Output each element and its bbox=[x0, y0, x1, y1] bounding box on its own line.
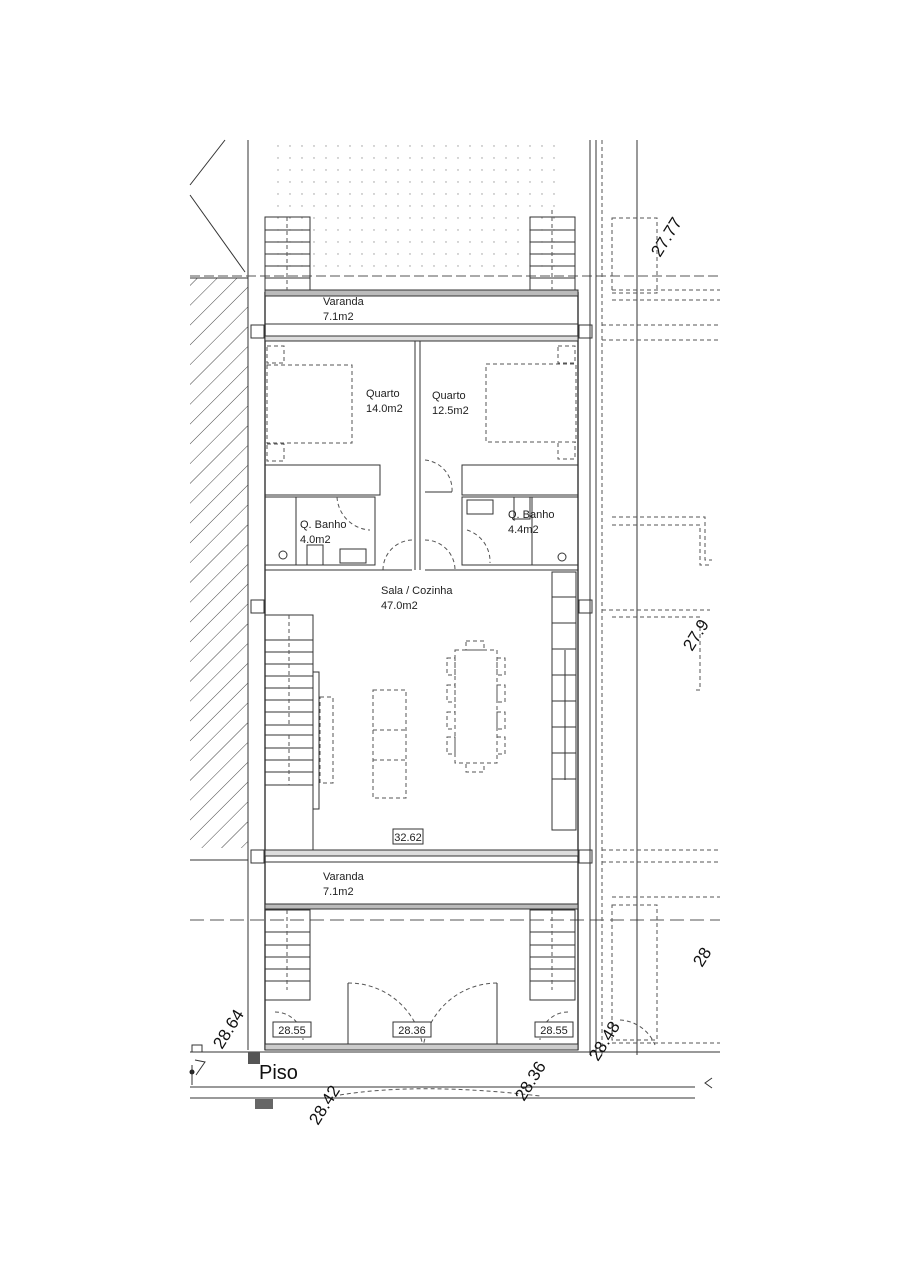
garden-dotted-area bbox=[275, 145, 560, 273]
sink bbox=[466, 499, 494, 515]
room-label-banho-right: Q. Banho 4.4m2 bbox=[508, 509, 554, 536]
pillar bbox=[250, 849, 265, 864]
level-box-entry-left: 28.55 bbox=[272, 1021, 312, 1038]
svg-text:7.1m2: 7.1m2 bbox=[323, 311, 354, 323]
svg-text:Varanda: Varanda bbox=[323, 296, 365, 308]
kitchen-counter bbox=[551, 571, 577, 831]
stairs-bottom-right bbox=[529, 909, 576, 1001]
svg-text:14.0m2: 14.0m2 bbox=[366, 403, 403, 415]
pillar bbox=[578, 324, 593, 339]
pillar bbox=[250, 324, 265, 339]
level-box-entry-center: 28.36 bbox=[392, 1021, 432, 1038]
step-icon bbox=[255, 1099, 273, 1109]
building bbox=[250, 210, 593, 1051]
window-wall-top bbox=[264, 335, 579, 342]
svg-text:Sala / Cozinha: Sala / Cozinha bbox=[381, 585, 453, 597]
svg-text:Q. Banho: Q. Banho bbox=[300, 519, 346, 531]
pillar bbox=[578, 849, 593, 864]
bathroom-left bbox=[264, 496, 376, 566]
toilet bbox=[306, 544, 324, 566]
dining-table bbox=[446, 640, 506, 773]
site-context bbox=[189, 139, 720, 1109]
window-wall-bottom bbox=[264, 849, 579, 857]
svg-text:28.55: 28.55 bbox=[278, 1025, 306, 1037]
step-icon bbox=[248, 1052, 260, 1064]
elevation-piso: 28.42 bbox=[305, 1082, 344, 1128]
north-arrow-icon bbox=[189, 1059, 206, 1085]
room-label-quarto-left: Quarto 14.0m2 bbox=[366, 388, 403, 415]
stairs-bottom-left bbox=[264, 909, 311, 1001]
svg-text:7.1m2: 7.1m2 bbox=[323, 886, 354, 898]
elevation-mid-right: 27.9 bbox=[679, 616, 713, 654]
bench bbox=[319, 696, 334, 784]
room-label-quarto-right: Quarto 12.5m2 bbox=[432, 390, 469, 417]
level-box-entry-right: 28.55 bbox=[534, 1021, 574, 1038]
svg-text:47.0m2: 47.0m2 bbox=[381, 600, 418, 612]
svg-text:Varanda: Varanda bbox=[323, 871, 365, 883]
elevation-bottom-right: 28.48 bbox=[585, 1018, 624, 1064]
wardrobe bbox=[264, 464, 381, 496]
svg-text:Quarto: Quarto bbox=[366, 388, 400, 400]
bed bbox=[266, 364, 353, 444]
elevation-bottom-left: 28.64 bbox=[209, 1006, 248, 1052]
neighbor-hatched-area bbox=[190, 278, 248, 848]
svg-text:28.36: 28.36 bbox=[398, 1025, 426, 1037]
elevation-top-right: 27.77 bbox=[647, 214, 686, 260]
room-label-sala: Sala / Cozinha 47.0m2 bbox=[381, 585, 453, 612]
wardrobe bbox=[461, 464, 579, 496]
sofa bbox=[372, 689, 407, 799]
room-label-banho-left: Q. Banho 4.0m2 bbox=[300, 519, 346, 546]
bed bbox=[485, 363, 577, 443]
level-box-sala: 32.62 bbox=[392, 828, 424, 845]
piso-label: Piso bbox=[259, 1062, 298, 1084]
stairs-top-left bbox=[264, 216, 311, 291]
pillar bbox=[578, 599, 593, 614]
interior-stairs bbox=[264, 614, 320, 850]
svg-text:4.0m2: 4.0m2 bbox=[300, 534, 331, 546]
sink bbox=[339, 548, 367, 564]
svg-text:28.55: 28.55 bbox=[540, 1025, 568, 1037]
toilet bbox=[513, 496, 531, 520]
svg-text:Q. Banho: Q. Banho bbox=[508, 509, 554, 521]
stairs-top-right bbox=[529, 210, 576, 291]
room-label-varanda-top: Varanda 7.1m2 bbox=[323, 296, 365, 323]
svg-text:12.5m2: 12.5m2 bbox=[432, 405, 469, 417]
svg-text:4.4m2: 4.4m2 bbox=[508, 524, 539, 536]
svg-text:32.62: 32.62 bbox=[394, 832, 422, 844]
pillar bbox=[250, 599, 265, 614]
svg-text:Quarto: Quarto bbox=[432, 390, 466, 402]
elevation-lower-right: 28 bbox=[689, 944, 715, 970]
elevation-bottom-mid: 28.36 bbox=[511, 1058, 550, 1104]
room-label-varanda-bottom: Varanda 7.1m2 bbox=[323, 871, 365, 898]
